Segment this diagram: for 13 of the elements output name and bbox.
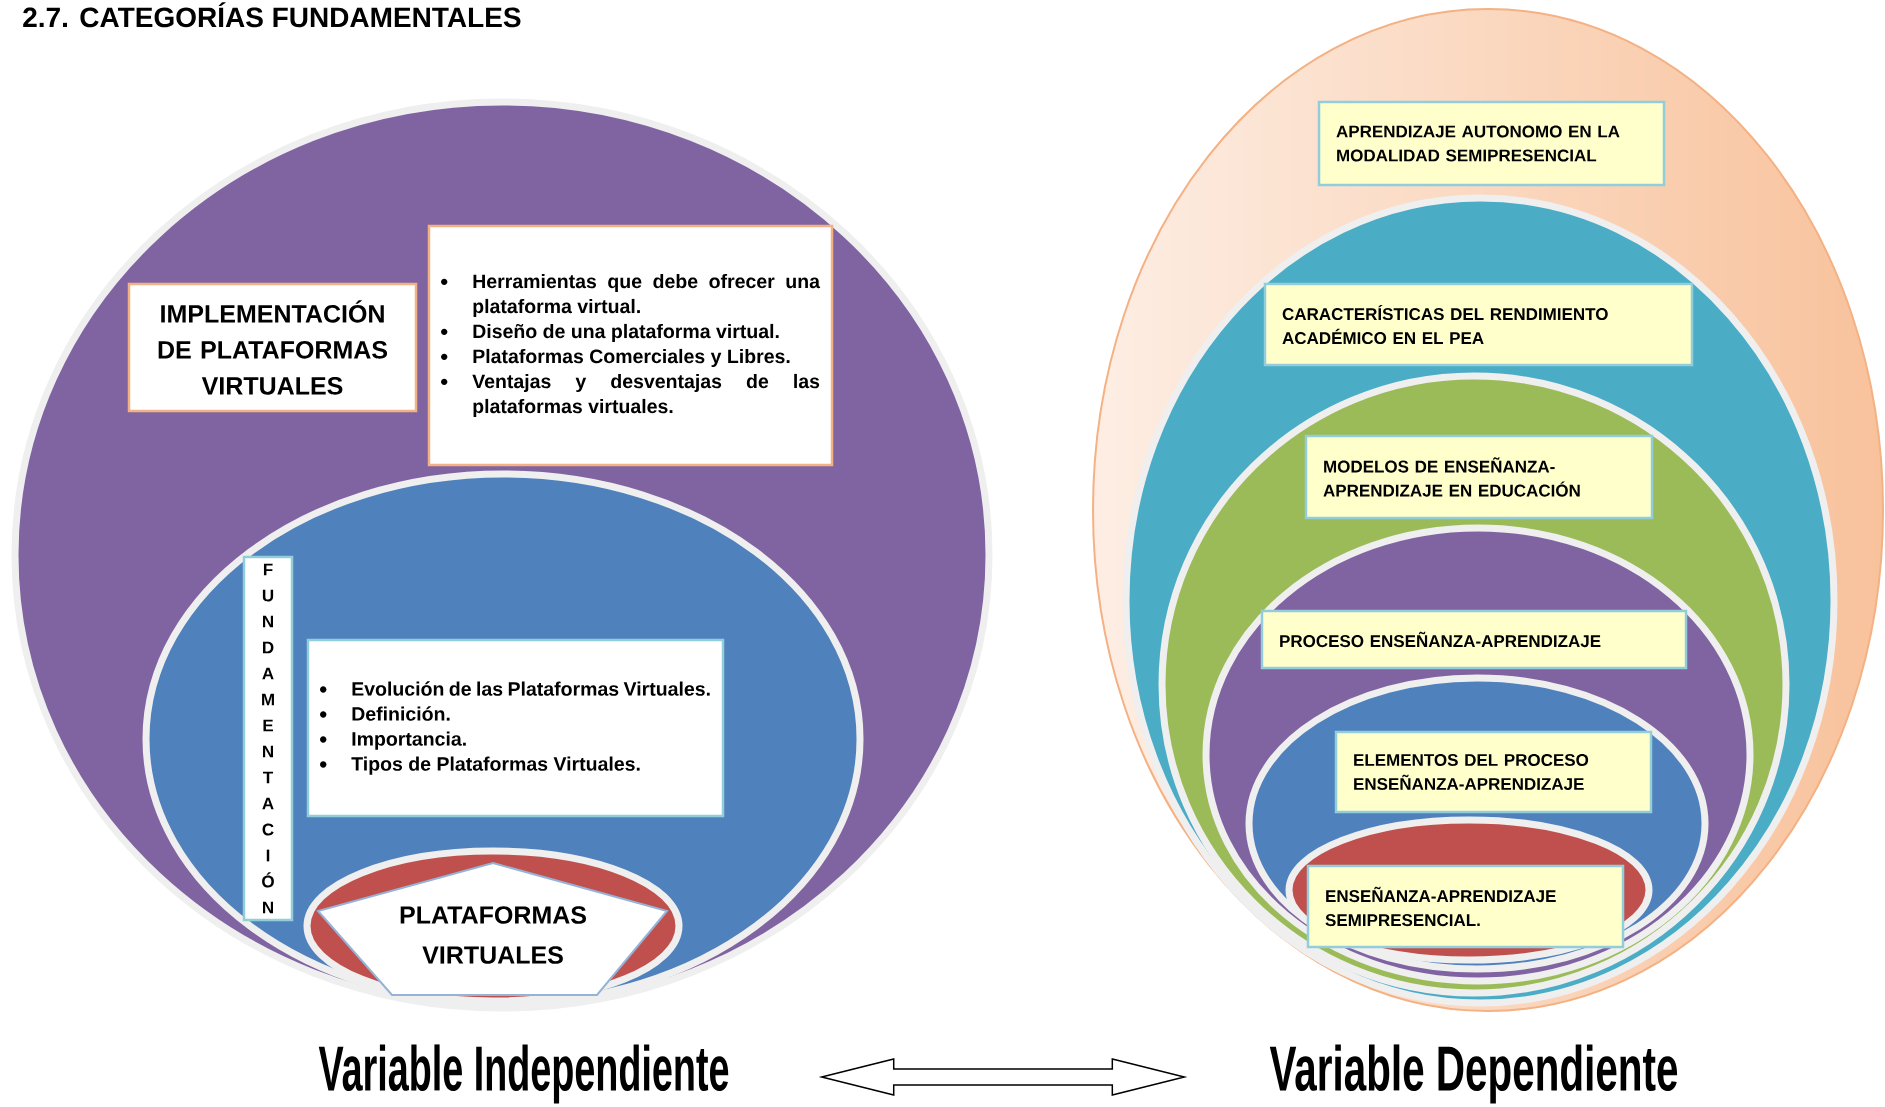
text-box: ELEMENTOS DEL PROCESO ENSEÑANZA-APRENDIZAJE bbox=[1334, 730, 1653, 814]
variable-heading: Variable Independiente bbox=[318, 1044, 729, 1104]
bullet-list-box: Evolución de las Plataformas Virtuales. Definición. Importancia. Tipos de Plataformas Virtuales. bbox=[306, 638, 725, 818]
text-box: ENSEÑANZA-APRENDIZAJE SEMIPRESENCIAL. bbox=[1306, 864, 1625, 949]
text-box: APRENDIZAJE AUTONOMO EN LA MODALIDAD SEMIPRESENCIAL bbox=[1317, 100, 1666, 187]
text-box: PROCESO ENSEÑANZA-APRENDIZAJE bbox=[1260, 609, 1688, 670]
text-box: CARACTERÍSTICAS DEL RENDIMIENTO ACADÉMICO EN EL PEA bbox=[1263, 282, 1694, 367]
text-box: MODELOS DE ENSEÑANZA-APRENDIZAJE EN EDUCACIÓN bbox=[1304, 434, 1654, 520]
variable-heading: Variable Dependiente bbox=[1269, 1044, 1678, 1104]
vertical-text-box: FUNDAMENTACIÓN bbox=[242, 555, 294, 922]
title-box: IMPLEMENTACIÓN DE PLATAFORMAS VIRTUALES bbox=[127, 282, 418, 413]
bullet-list-box: Herramientas que debe ofrecer una plataforma virtual. Diseño de una plataforma virtual. Plataformas Comerciales y Libres. Ventajas y desventajas de las plataformas virtuales. bbox=[427, 224, 834, 467]
heading: 2.7. CATEGORÍAS FUNDAMENTALES bbox=[23, 2, 521, 28]
